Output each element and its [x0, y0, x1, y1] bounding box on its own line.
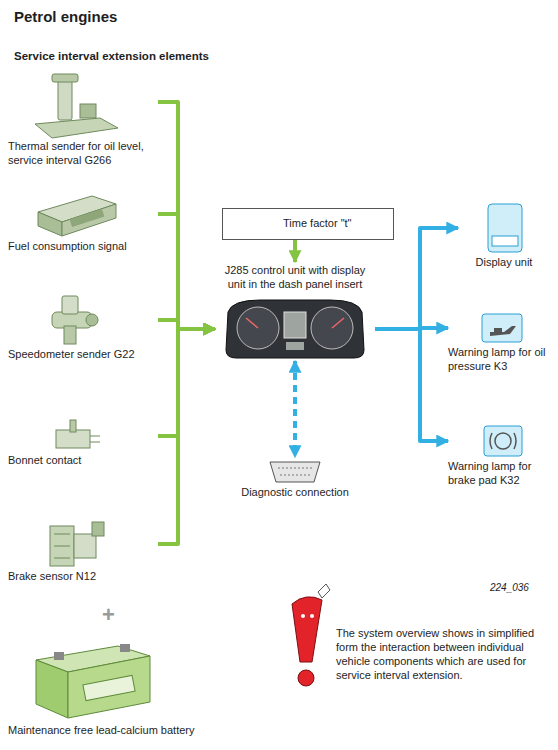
lamp-housing	[484, 426, 522, 456]
brake-symbol	[490, 433, 516, 449]
node-text: Bonnet contact	[8, 454, 158, 468]
needle	[246, 318, 258, 328]
signal-arrow	[375, 329, 448, 441]
sender-cap	[52, 74, 78, 82]
control-unit-picture	[38, 196, 116, 236]
display-screen	[492, 236, 518, 246]
battery-picture	[36, 644, 150, 718]
oil-can-symbol	[494, 328, 502, 332]
cluster-housing	[226, 300, 364, 358]
section-heading: Service interval extension elements	[14, 50, 334, 62]
connector-shell	[270, 462, 320, 482]
sender-plug	[62, 296, 78, 314]
brake-lamp-picture	[484, 426, 522, 456]
node-text: Warning lamp for oil pressure K3	[448, 346, 554, 373]
brake-sensor-picture	[50, 522, 104, 566]
sensor-item: Brake sensor N12	[8, 520, 158, 584]
connector-pins	[280, 475, 310, 476]
signal-arrow	[158, 329, 215, 436]
bonnet-contact-picture	[56, 420, 100, 448]
oil-lamp-picture	[482, 314, 522, 342]
lamp-item: Warning lamp for oil pressure K3	[448, 310, 554, 373]
sensor-rib	[54, 546, 70, 547]
signal-arrow	[293, 361, 297, 457]
node-text: Display unit	[458, 256, 550, 270]
signal-arrow	[293, 240, 297, 263]
node-text: Warning lamp for brake pad K32	[448, 460, 554, 487]
ecu-front	[62, 204, 116, 236]
sensor-rib	[54, 558, 70, 559]
display-unit-picture	[488, 204, 522, 252]
sender-stalk	[58, 78, 72, 120]
obd-connector-picture	[270, 462, 320, 482]
exclamation-dot	[298, 670, 314, 686]
lamp-item: Warning lamp for brake pad K32	[448, 422, 554, 487]
ecu-connector	[70, 209, 105, 227]
sender-plug	[80, 104, 96, 118]
node-text: Time factor "t"	[283, 209, 387, 231]
display-housing	[488, 204, 522, 252]
signal-arrow	[158, 214, 215, 329]
signal-item: Fuel consumption signal	[8, 192, 158, 254]
sender-flange	[86, 314, 98, 326]
switch-item: Bonnet contact	[8, 418, 158, 468]
oil-can-symbol	[490, 326, 516, 336]
figure-hand	[318, 584, 330, 598]
page-title: Petrol engines	[14, 8, 117, 25]
sensor-housing	[74, 534, 96, 558]
time-factor-box: Time factor "t"	[222, 208, 394, 240]
small-display	[286, 342, 304, 350]
contact-lead	[90, 436, 100, 437]
node-text: Diagnostic connection	[232, 486, 358, 500]
sensor-body	[50, 526, 74, 566]
dash-panel-picture	[226, 300, 364, 358]
centre-display	[284, 312, 306, 338]
signal-arrow	[158, 102, 215, 329]
oil-level-sender-picture	[35, 74, 118, 138]
node-text: Speedometer sender G22	[8, 348, 158, 362]
sensor-item: Speedometer sender G22	[8, 292, 158, 362]
node-text: Brake sensor N12	[8, 570, 158, 584]
ecu-side	[38, 212, 62, 236]
node-text: Thermal sender for oil level, service in…	[8, 140, 158, 167]
sensor-plug	[92, 522, 104, 536]
control-unit: J285 control unit with display unit in t…	[215, 262, 375, 360]
node-text: Fuel consumption signal	[8, 240, 158, 254]
signal-arrow	[158, 329, 215, 544]
battery-terminal	[54, 652, 64, 660]
sensor-item: Thermal sender for oil level, service in…	[8, 70, 158, 167]
figure-number: 224_036	[490, 582, 554, 593]
figure-eye	[301, 614, 305, 618]
signal-arrow	[375, 228, 458, 329]
battery-item: Maintenance free lead-calcium battery	[8, 632, 218, 738]
battery-front	[68, 656, 150, 718]
contact-body	[56, 430, 90, 448]
gauge	[311, 307, 353, 349]
sender-tip	[64, 326, 76, 344]
battery-terminal	[120, 644, 130, 652]
brake-symbol	[495, 433, 511, 449]
sensor-rib	[54, 534, 70, 535]
note-text: The system overview shows in simplified …	[336, 626, 548, 682]
speed-sender-picture	[52, 296, 98, 344]
display-item: Display unit	[458, 200, 550, 270]
exclamation-figure	[292, 584, 330, 686]
plus-sign: +	[102, 602, 132, 628]
exclamation-bar	[292, 597, 322, 662]
connector-item: Diagnostic connection	[232, 458, 358, 500]
connector-pins	[278, 468, 312, 469]
lamp-housing	[482, 314, 522, 342]
node-text: Maintenance free lead-calcium battery	[8, 724, 218, 738]
needle	[332, 318, 344, 328]
battery-side	[36, 660, 68, 718]
node-text: J285 control unit with display unit in t…	[215, 264, 375, 291]
contact-plunger	[70, 420, 76, 432]
sender-base	[35, 118, 118, 138]
gauge	[237, 307, 279, 349]
contact-lead	[90, 442, 100, 443]
figure-eye	[310, 614, 314, 618]
battery-label-plate	[83, 675, 135, 700]
